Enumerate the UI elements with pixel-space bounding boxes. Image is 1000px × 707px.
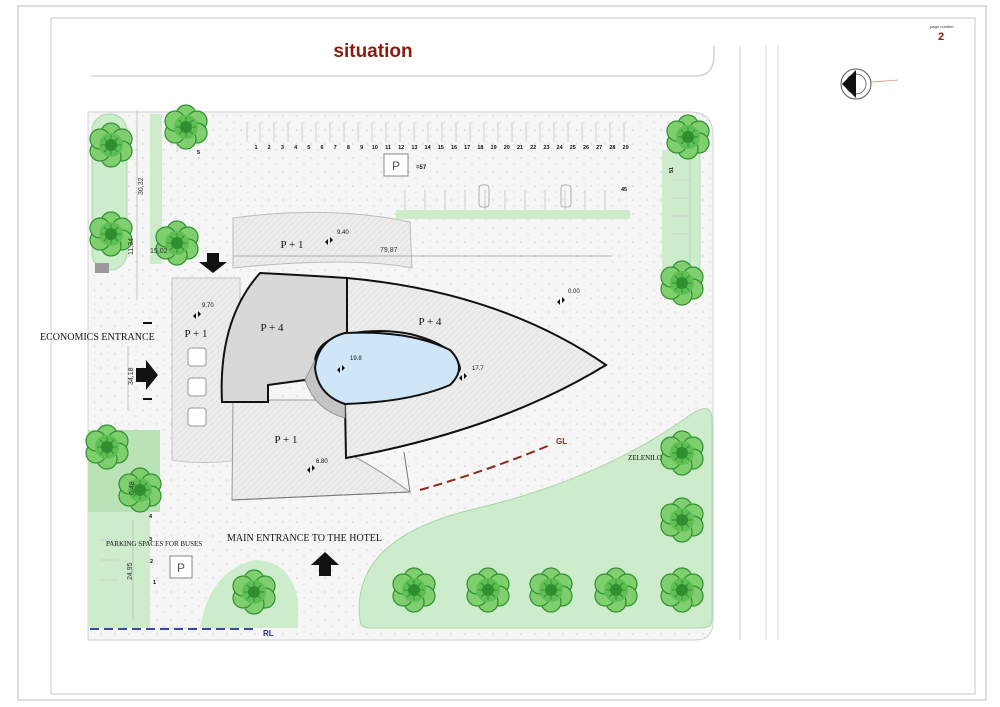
parking-space-number: 15: [438, 145, 444, 151]
parking-space-number: 6: [320, 145, 323, 151]
parking-space-number: 26: [583, 145, 589, 151]
parking-space-number: 1: [254, 145, 257, 151]
parking-space-number: 4: [294, 145, 298, 151]
elevation-0-00: 0.00: [568, 289, 580, 295]
floor-label-p4-right: P + 4: [419, 316, 442, 328]
north-arrow-icon: [840, 68, 899, 100]
svg-text:P: P: [177, 561, 185, 575]
page-number-label: page number: [930, 24, 954, 29]
parking-space-number: 11: [385, 145, 391, 151]
floor-label-p1-left: P + 1: [185, 328, 208, 340]
parking-space-number: 27: [596, 145, 602, 151]
parking-space-number: 12: [398, 145, 404, 151]
main-entrance-arrow: [311, 552, 339, 576]
economics-entrance-label: ECONOMICS ENTRANCE: [40, 332, 155, 343]
parking-space-number: 5: [307, 145, 310, 151]
parking-space-number: 21: [517, 145, 523, 151]
floor-label-p1-bottom: P + 1: [275, 434, 298, 446]
zelenilo-label: ZELENILO: [628, 454, 662, 462]
bus-space-3: 3: [149, 537, 152, 543]
parking-stalls-top: [100, 122, 690, 581]
rl-label: RL: [263, 629, 274, 638]
bus-parking-label: PARKING SPACES FOR BUSES: [106, 540, 202, 548]
parking-space-number: 16: [451, 145, 457, 151]
floor-label-p1-top: P + 1: [281, 239, 304, 251]
parking-space-number: 18: [477, 145, 483, 151]
elevation-17-7: 17.7: [472, 366, 484, 372]
dimension-34-18: 34,18: [128, 367, 135, 385]
main-entrance-label: MAIN ENTRANCE TO THE HOTEL: [227, 533, 382, 544]
parking-space-number: 9: [360, 145, 363, 151]
parking-space-number: 28: [609, 145, 615, 151]
dimension-6-48: 6,48: [129, 481, 136, 495]
parking-space-number: 29: [623, 145, 629, 151]
page-number: 2: [938, 31, 944, 43]
parking-space-number: 14: [425, 145, 432, 151]
parking-space-number: 2: [268, 145, 271, 151]
parking-space-number: 23: [543, 145, 549, 151]
gl-line: [419, 444, 551, 491]
parking-space-number: 10: [372, 145, 378, 151]
gl-label: GL: [556, 437, 567, 446]
elevation-6-80: 6.80: [316, 459, 328, 465]
elevation-9-70: 9.70: [202, 303, 214, 309]
parking-space-number: 13: [411, 145, 417, 151]
parking-label-45: 45: [621, 187, 627, 193]
parking-space-number: 19: [491, 145, 497, 151]
dimension-11-34: 11,34: [128, 238, 135, 255]
dimension-30-32: 30,32: [138, 177, 145, 195]
elevation-19-8: 19.8: [350, 356, 362, 362]
parking-label-5: 5: [197, 150, 200, 156]
entrance-arrow-top: [199, 253, 227, 273]
parking-space-number: 24: [557, 145, 564, 151]
dimension-24-95: 24,95: [127, 562, 134, 580]
bus-space-4: 4: [149, 514, 153, 520]
bus-space-1: 1: [153, 580, 156, 586]
dimension-79-87: 79,87: [380, 247, 398, 254]
parking-space-number: 3: [281, 145, 284, 151]
parking-space-number: 7: [334, 145, 337, 151]
svg-text:P: P: [392, 159, 400, 173]
floor-label-p4-left: P + 4: [261, 322, 284, 334]
economics-entrance-arrow: [136, 360, 158, 390]
parking-space-number: 20: [504, 145, 510, 151]
elevation-9-40: 9.40: [337, 230, 349, 236]
parking-space-number: 22: [530, 145, 536, 151]
parking-space-number: 8: [347, 145, 350, 151]
bus-space-2: 2: [150, 559, 153, 565]
dimension-15-02: 15,02: [150, 248, 168, 255]
parking-label-51: 51: [669, 167, 675, 173]
parking-count: =57: [416, 165, 427, 171]
parking-space-number: 17: [464, 145, 470, 151]
page-title: situation: [333, 41, 412, 62]
parking-space-number: 25: [570, 145, 576, 151]
